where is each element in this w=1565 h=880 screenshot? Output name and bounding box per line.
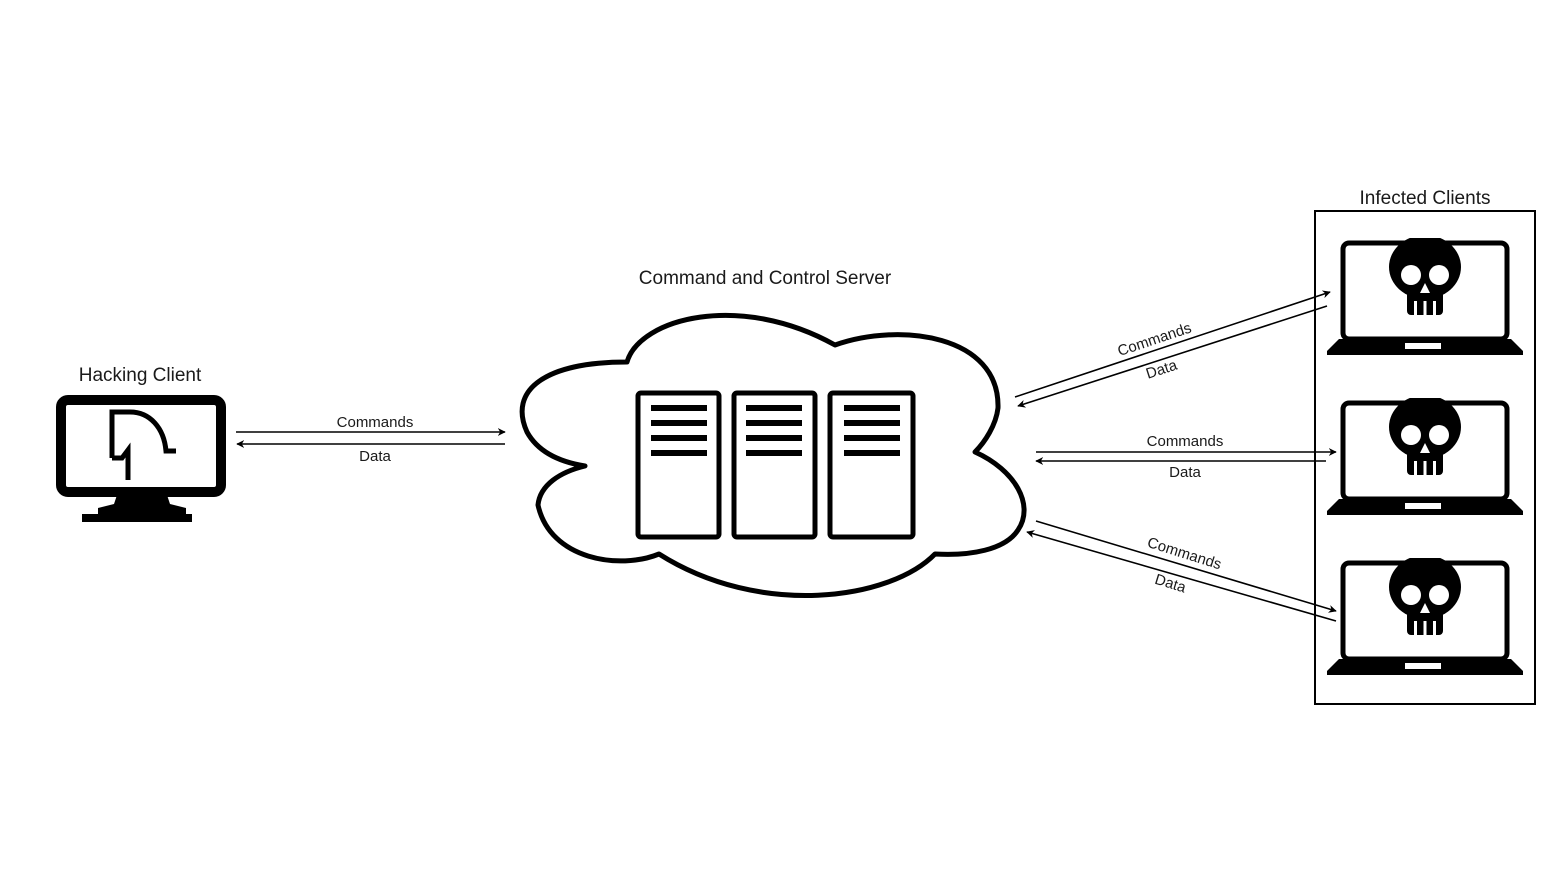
data-label: Data: [1144, 357, 1180, 383]
data-label: Data: [1169, 464, 1201, 481]
commands-arrow: [1014, 290, 1331, 398]
infected-clients-group[interactable]: Infected Clients: [1314, 188, 1536, 705]
data-label: Data: [359, 448, 391, 465]
infected-clients-label: Infected Clients: [1360, 188, 1491, 209]
data-label: Data: [1153, 571, 1189, 597]
infected-clients-frame: [1314, 210, 1536, 705]
hacking-client-node[interactable]: Hacking Client: [56, 365, 226, 522]
laptop-skull-icon[interactable]: [1327, 395, 1523, 515]
laptop-skull-icon[interactable]: [1327, 555, 1523, 675]
edge-c2-client-3: Commands Data: [1026, 520, 1337, 622]
edge-c2-client-1: Commands Data: [1014, 290, 1331, 408]
data-arrow: [1017, 305, 1328, 408]
commands-label: Commands: [337, 414, 414, 431]
commands-label: Commands: [1116, 320, 1194, 360]
edge-hacker-c2: Commands Data: [236, 414, 506, 465]
laptop-skull-icon[interactable]: [1327, 235, 1523, 355]
commands-arrow: [1035, 520, 1337, 613]
c2-server-label: Command and Control Server: [639, 268, 892, 289]
edge-c2-client-2: Commands Data: [1035, 433, 1337, 481]
commands-label: Commands: [1147, 433, 1224, 450]
commands-label: Commands: [1145, 534, 1223, 573]
hacking-client-label: Hacking Client: [79, 365, 202, 386]
c2-server-node[interactable]: Command and Control Server: [519, 268, 1027, 598]
data-arrow: [1026, 530, 1337, 622]
server-rack-icon: [635, 390, 916, 540]
monitor-hacker-icon: [56, 395, 226, 522]
